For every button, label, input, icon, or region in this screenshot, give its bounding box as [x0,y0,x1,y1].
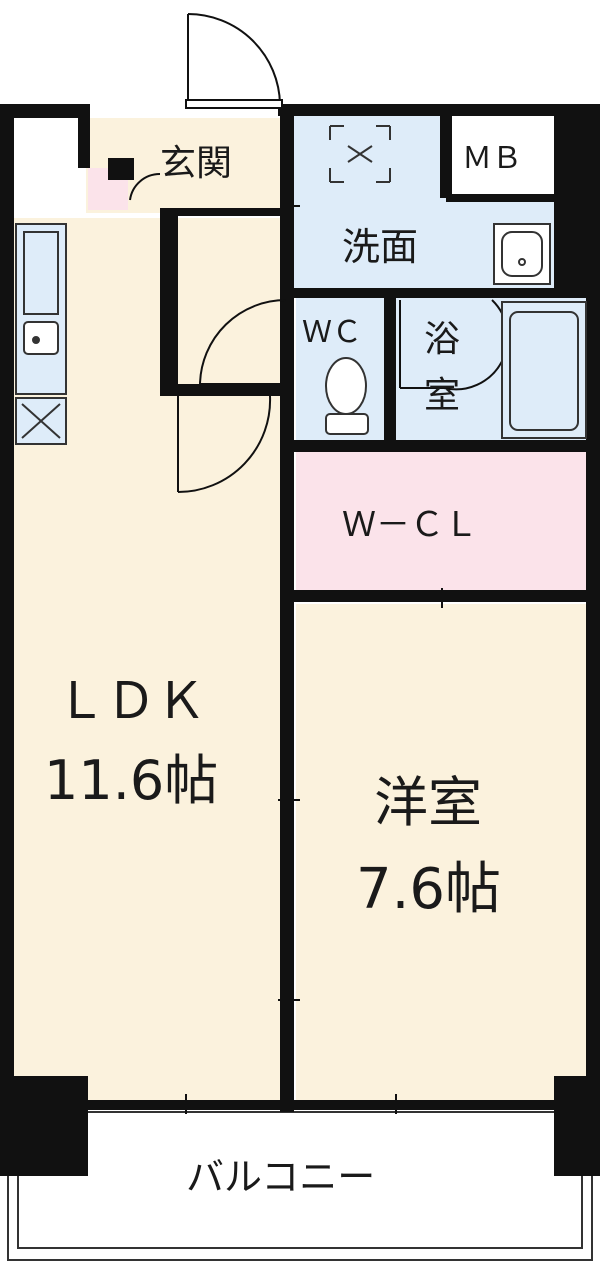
bathtub-icon [501,301,587,439]
toilet-icon [325,357,369,435]
sink-icon [493,223,551,285]
label-wcl: Ｗ－ＣＬ [342,505,478,545]
label-ldk-name: ＬＤＫ [56,672,206,730]
label-wc: ＷＣ [302,315,362,350]
cross-marks [176,196,452,1114]
label-balcony: バルコニー [186,1155,376,1199]
door-swing-icon [177,395,272,494]
label-mb: ＭＢ [462,141,522,176]
label-genkan: 玄関 [160,143,233,184]
room-mb [448,116,554,198]
room-yoshitsu [296,604,588,1103]
door-swing-icon [185,13,283,109]
door-swing-icon [199,299,287,385]
label-senmen: 洗面 [342,225,419,269]
label-yoshitsu-size: 7.6帖 [356,857,502,922]
door-swing-icon [129,172,161,201]
refrigerator-icon [15,397,67,445]
room-hallway [172,218,288,388]
balcony-area [7,1104,593,1261]
room-wcl [296,452,588,592]
label-ldk-size: 11.6帖 [44,749,219,812]
label-yoshitsu-name: 洋室 [374,771,482,834]
washing-machine-icon [329,125,391,183]
label-bath-1: 浴 [424,319,461,360]
label-bath-2: 室 [424,375,461,416]
kitchen-counter-icon [15,223,67,395]
